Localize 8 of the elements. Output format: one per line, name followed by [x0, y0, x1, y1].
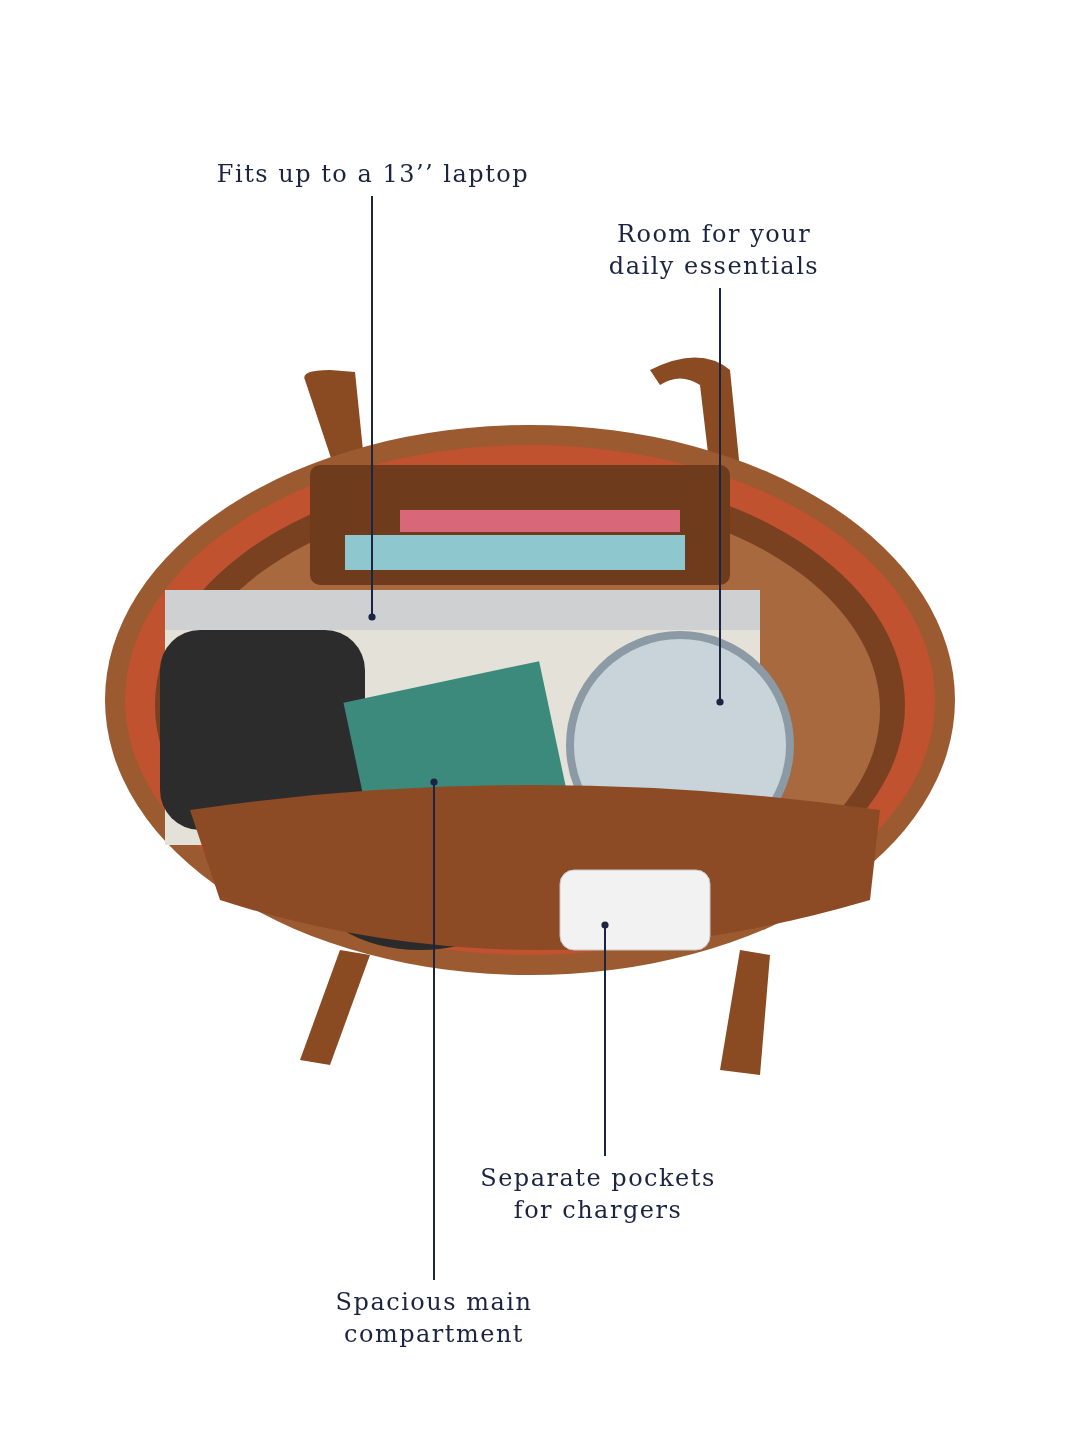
callout-text: Spacious main compartment [284, 1286, 584, 1350]
leader-line [368, 195, 376, 621]
leader-line [601, 921, 609, 1157]
callout-text: Fits up to a 13’’ laptop [190, 158, 556, 190]
leader-line [430, 778, 438, 1281]
callout-text: Separate pockets for chargers [458, 1162, 738, 1226]
leader-line [716, 287, 724, 706]
callout-text: Room for your daily essentials [584, 218, 844, 282]
